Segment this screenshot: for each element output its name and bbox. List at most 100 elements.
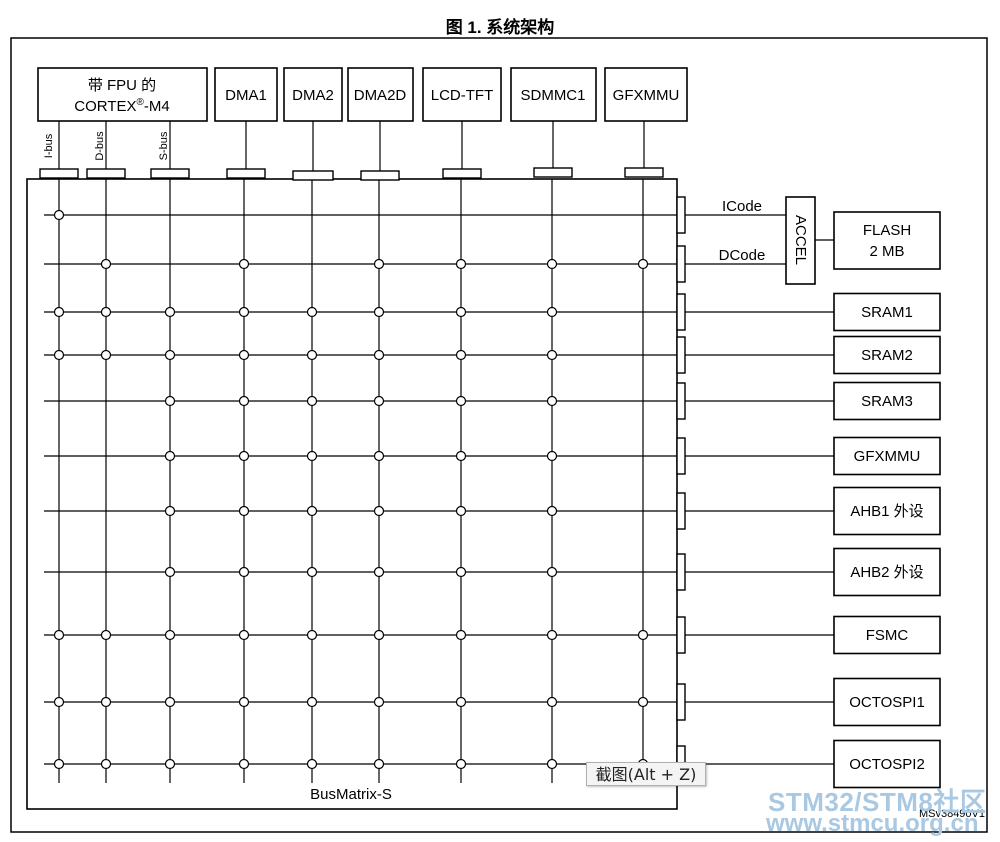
slave-label: SRAM1 bbox=[861, 304, 913, 321]
matrix-node bbox=[637, 629, 649, 641]
matrix-node bbox=[306, 758, 318, 770]
matrix-node bbox=[546, 566, 558, 578]
master-port-gfxmmu bbox=[624, 167, 664, 178]
matrix-node bbox=[53, 629, 65, 641]
ibus-label: I-bus bbox=[43, 133, 55, 158]
master-dma2-label: DMA2 bbox=[292, 87, 334, 104]
matrix-node bbox=[53, 209, 65, 221]
matrix-node bbox=[455, 395, 467, 407]
matrix-node bbox=[164, 758, 176, 770]
matrix-node bbox=[455, 566, 467, 578]
matrix-node bbox=[238, 758, 250, 770]
matrix-node bbox=[373, 566, 385, 578]
matrix-node bbox=[546, 349, 558, 361]
slave-box bbox=[833, 739, 941, 789]
matrix-node bbox=[455, 629, 467, 641]
master-lcd-tft: LCD-TFT bbox=[422, 67, 502, 122]
slave-box bbox=[833, 436, 941, 476]
slave-label: GFXMMU bbox=[854, 448, 921, 465]
slave-port-gfxmmu bbox=[676, 437, 686, 475]
matrix-node bbox=[373, 696, 385, 708]
matrix-node bbox=[373, 758, 385, 770]
matrix-node bbox=[238, 566, 250, 578]
matrix-node bbox=[164, 306, 176, 318]
matrix-node bbox=[306, 696, 318, 708]
slave-block-5: AHB2 外设 bbox=[833, 547, 941, 597]
accel-label: ACCEL bbox=[792, 215, 809, 265]
slave-port-ahb2 bbox=[676, 553, 686, 591]
slave-block-1: SRAM2 bbox=[833, 335, 941, 375]
slave-box bbox=[833, 486, 941, 536]
slave-box bbox=[833, 615, 941, 655]
matrix-node bbox=[373, 258, 385, 270]
matrix-node bbox=[238, 349, 250, 361]
matrix-node bbox=[546, 758, 558, 770]
master-port-lcd-tft bbox=[442, 168, 482, 179]
matrix-node bbox=[546, 395, 558, 407]
master-dma2: DMA2 bbox=[283, 67, 343, 122]
matrix-node bbox=[455, 450, 467, 462]
dbus-label: D-bus bbox=[94, 131, 106, 161]
matrix-node bbox=[637, 696, 649, 708]
slave-block-0: SRAM1 bbox=[833, 292, 941, 332]
slave-box bbox=[833, 677, 941, 727]
outer-frame bbox=[10, 37, 988, 833]
matrix-node bbox=[306, 349, 318, 361]
matrix-node bbox=[164, 566, 176, 578]
matrix-node bbox=[455, 306, 467, 318]
matrix-node bbox=[53, 306, 65, 318]
slave-port-sram3 bbox=[676, 382, 686, 420]
matrix-node bbox=[100, 758, 112, 770]
matrix-node bbox=[546, 629, 558, 641]
matrix-node bbox=[53, 696, 65, 708]
matrix-node bbox=[164, 349, 176, 361]
matrix-node bbox=[373, 450, 385, 462]
matrix-node bbox=[373, 349, 385, 361]
matrix-node bbox=[546, 306, 558, 318]
accel-block: ACCEL bbox=[785, 196, 816, 285]
matrix-node bbox=[546, 258, 558, 270]
sbus-label: S-bus bbox=[158, 131, 170, 160]
master-dma1: DMA1 bbox=[214, 67, 278, 122]
matrix-node bbox=[455, 349, 467, 361]
slave-box bbox=[833, 381, 941, 421]
matrix-node bbox=[455, 258, 467, 270]
slave-label: SRAM3 bbox=[861, 393, 913, 410]
bus-masters: 带 FPU 的 CORTEX®-M4 DMA1 DMA2 DMA2D LCD-T… bbox=[37, 67, 688, 161]
slave-block-6: FSMC bbox=[833, 615, 941, 655]
matrix-node bbox=[306, 629, 318, 641]
matrix-node bbox=[100, 629, 112, 641]
matrix-node bbox=[238, 629, 250, 641]
cortex-line2: CORTEX bbox=[74, 98, 136, 115]
matrix-node bbox=[238, 505, 250, 517]
slave-box bbox=[833, 547, 941, 597]
matrix-node bbox=[238, 696, 250, 708]
master-dma1-label: DMA1 bbox=[225, 87, 267, 104]
matrix-node bbox=[100, 258, 112, 270]
matrix-node bbox=[238, 450, 250, 462]
master-gfxmmu: GFXMMU bbox=[604, 67, 688, 122]
matrix-node bbox=[238, 306, 250, 318]
slave-box bbox=[833, 292, 941, 332]
slave-port-ahb1 bbox=[676, 492, 686, 530]
matrix-node bbox=[306, 505, 318, 517]
matrix-node bbox=[373, 629, 385, 641]
master-port-dma2 bbox=[292, 170, 334, 181]
master-dma2d: DMA2D bbox=[347, 67, 414, 122]
slave-port-dcode bbox=[676, 245, 686, 283]
matrix-node bbox=[164, 696, 176, 708]
matrix-node bbox=[546, 505, 558, 517]
master-port-i-bus bbox=[39, 168, 79, 179]
slave-port-fsmc bbox=[676, 616, 686, 654]
bus-matrix-box bbox=[26, 178, 678, 810]
master-ports bbox=[39, 121, 686, 783]
matrix-node bbox=[306, 306, 318, 318]
slave-block-3: GFXMMU bbox=[833, 436, 941, 476]
matrix-node bbox=[637, 258, 649, 270]
master-port-s-bus bbox=[150, 168, 190, 179]
master-dma2d-label: DMA2D bbox=[354, 87, 407, 104]
master-lcd-tft-label: LCD-TFT bbox=[431, 87, 494, 104]
registered-mark: ® bbox=[137, 97, 145, 108]
matrix-node bbox=[164, 450, 176, 462]
